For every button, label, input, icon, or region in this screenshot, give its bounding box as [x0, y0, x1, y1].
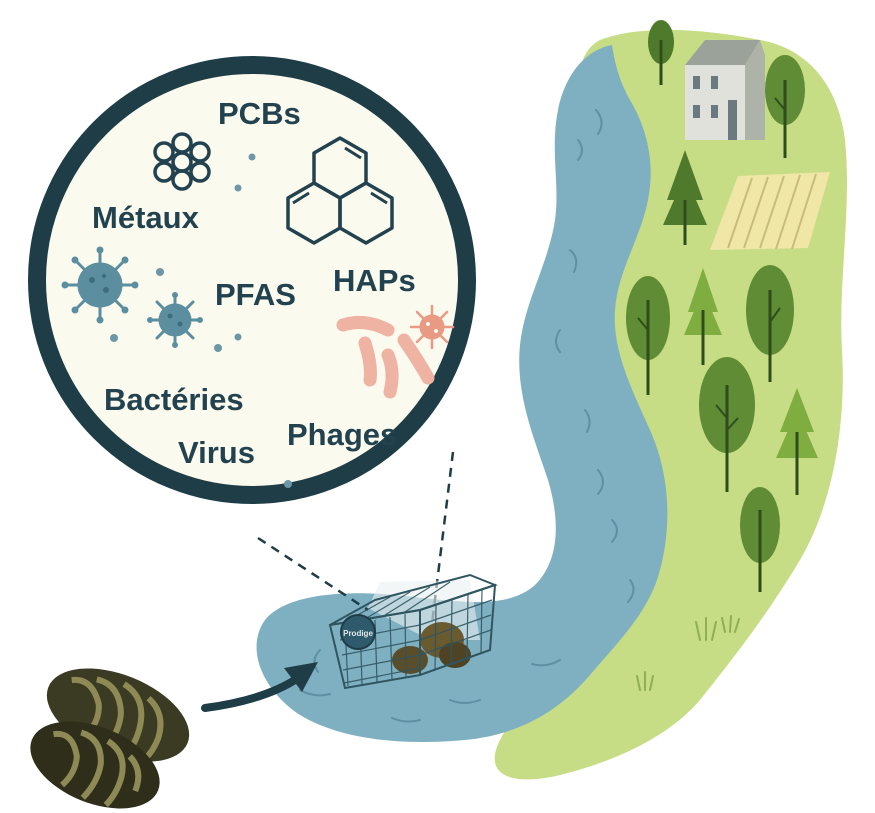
label-virus: Virus — [178, 435, 255, 470]
tree-icon — [663, 150, 707, 245]
particle-dots — [110, 153, 292, 488]
cage-icon: Prodige — [328, 573, 498, 690]
label-bacteries: Bactéries — [104, 382, 244, 417]
trees — [626, 20, 818, 592]
tree-icon — [626, 276, 670, 395]
label-pfas: PFAS — [215, 277, 296, 312]
house-icon — [685, 40, 765, 140]
field-icon — [710, 172, 830, 250]
grass-tufts — [636, 615, 740, 691]
river-waves — [299, 109, 635, 723]
arrow-icon — [201, 662, 318, 712]
tree-icon — [740, 487, 780, 592]
tree-icon — [699, 357, 755, 492]
bacteria-icon — [336, 315, 435, 399]
virus-icon — [147, 292, 203, 348]
benzene-ring-icon — [286, 136, 394, 245]
tree-icon — [648, 20, 674, 85]
tree-icon — [746, 265, 794, 382]
label-pcbs: PCBs — [218, 96, 301, 131]
label-haps: HAPs — [333, 263, 416, 298]
cage-tag: Prodige — [343, 629, 373, 638]
tree-icon — [684, 268, 722, 365]
mussel-icon — [30, 668, 190, 809]
phage-icon — [409, 304, 455, 350]
virus-icon — [61, 246, 139, 324]
label-metaux: Métaux — [92, 200, 200, 235]
tree-icon — [776, 388, 818, 495]
metal-cluster-icon — [153, 132, 211, 191]
zoom-circle — [28, 56, 476, 504]
river — [256, 45, 668, 742]
label-phages: Phages — [287, 417, 397, 452]
tree-icon — [765, 55, 805, 158]
zoom-lines — [257, 451, 455, 641]
